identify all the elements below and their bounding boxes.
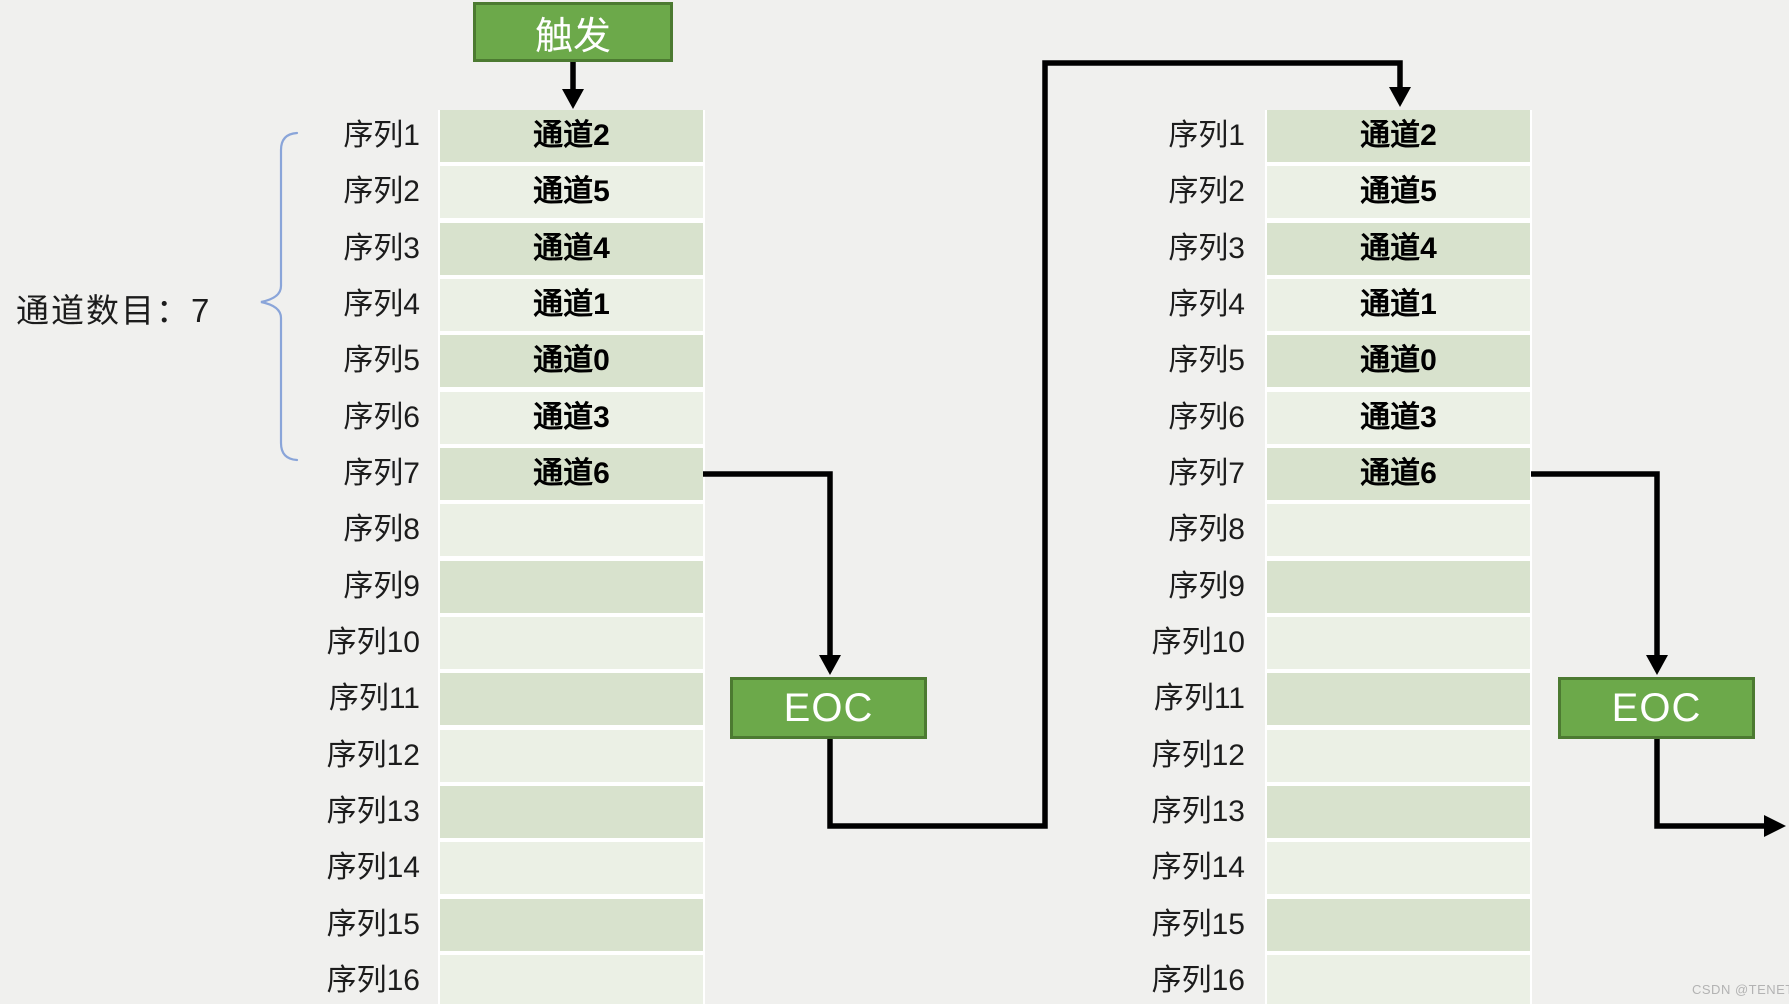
arrow-trigger-to-table1 [562, 62, 584, 109]
channel-cell: 通道2 [440, 110, 703, 162]
channel-cell: 通道6 [440, 447, 703, 500]
sequence-label: 序列12 [1151, 738, 1245, 772]
sequence-label: 序列15 [1151, 907, 1245, 941]
channel-cell: 通道2 [1267, 110, 1530, 162]
trigger-box: 触发 [473, 2, 673, 62]
sequence-label: 序列6 [1168, 400, 1245, 434]
arrow-table2-to-eoc2 [1531, 471, 1668, 675]
sequence-label: 序列1 [1168, 119, 1245, 152]
channel-cell [440, 504, 703, 557]
channel-cell: 通道4 [440, 222, 703, 275]
channel-cell [440, 729, 703, 782]
channel-cell: 通道3 [1267, 391, 1530, 444]
sequence-label: 序列7 [343, 456, 420, 490]
channel-cell: 通道3 [440, 391, 703, 444]
channel-cell: 通道5 [440, 166, 703, 219]
arrow-eoc2-continue [1654, 739, 1786, 837]
channel-cell [440, 954, 703, 1004]
sequence-label: 序列8 [343, 513, 420, 547]
channel-cell [1267, 616, 1530, 669]
sequence-label: 序列2 [1168, 175, 1245, 209]
channel-cell [1267, 785, 1530, 838]
channel-cell [440, 898, 703, 951]
sequence-label: 序列14 [326, 851, 420, 885]
sequence-label: 序列2 [343, 175, 420, 209]
sequence-label: 序列9 [1168, 569, 1245, 603]
channel-cell [1267, 842, 1530, 895]
sequence-label: 序列4 [1168, 287, 1245, 321]
channel-cell [440, 560, 703, 613]
sequence-label: 序列16 [1151, 963, 1245, 997]
sequence-label: 序列10 [1151, 625, 1245, 659]
sequence-label: 序列14 [1151, 851, 1245, 885]
sequence-label: 序列15 [326, 907, 420, 941]
eoc-label-2: EOC [1611, 685, 1702, 730]
channel-cell: 通道4 [1267, 222, 1530, 275]
sequence-label: 序列13 [326, 794, 420, 828]
sequence-label: 序列3 [1168, 231, 1245, 265]
eoc-box-2: EOC [1558, 677, 1755, 739]
sequence-label: 序列8 [1168, 513, 1245, 547]
channel-cell: 通道6 [1267, 447, 1530, 500]
sequence-label: 序列6 [343, 400, 420, 434]
sequence-label: 序列3 [343, 231, 420, 265]
channel-cell [440, 616, 703, 669]
sequence-label: 序列11 [328, 682, 420, 716]
channel-cell [440, 785, 703, 838]
channel-cell: 通道1 [440, 278, 703, 331]
channel-cell [440, 673, 703, 726]
sequence-label-column-1: 序列1 序列2 序列3 序列4 序列5 序列6 序列7 序列8 序列9 序列10… [220, 110, 420, 1004]
channel-cell [1267, 504, 1530, 557]
channel-cell [1267, 954, 1530, 1004]
sequence-label: 序列5 [343, 344, 420, 378]
sequence-label: 序列13 [1151, 794, 1245, 828]
channel-cell-column-1: 通道2 通道5 通道4 通道1 通道0 通道3 通道6 [438, 110, 705, 1004]
channel-cell [1267, 560, 1530, 613]
sequence-label-column-2: 序列1 序列2 序列3 序列4 序列5 序列6 序列7 序列8 序列9 序列10… [1045, 110, 1245, 1004]
eoc-box-1: EOC [730, 677, 927, 739]
sequence-label: 序列7 [1168, 456, 1245, 490]
sequence-label: 序列12 [326, 738, 420, 772]
channel-cell: 通道5 [1267, 166, 1530, 219]
sequence-label: 序列11 [1153, 682, 1245, 716]
sequence-label: 序列16 [326, 963, 420, 997]
channel-cell: 通道1 [1267, 278, 1530, 331]
sequence-label: 序列4 [343, 287, 420, 321]
channel-cell: 通道0 [440, 335, 703, 388]
channel-cell: 通道0 [1267, 335, 1530, 388]
csdn-watermark: CSDN @TENET- [1692, 982, 1789, 997]
channel-count-caption: 通道数目：7 [16, 292, 212, 329]
channel-cell [440, 842, 703, 895]
sequence-label: 序列1 [343, 119, 420, 152]
channel-cell [1267, 673, 1530, 726]
eoc-label-1: EOC [783, 685, 874, 730]
sequence-label: 序列10 [326, 625, 420, 659]
channel-cell [1267, 729, 1530, 782]
arrow-table1-to-eoc1 [703, 471, 841, 675]
trigger-label: 触发 [534, 15, 611, 58]
channel-cell [1267, 898, 1530, 951]
sequence-label: 序列5 [1168, 344, 1245, 378]
channel-cell-column-2: 通道2 通道5 通道4 通道1 通道0 通道3 通道6 [1265, 110, 1532, 1004]
sequence-label: 序列9 [343, 569, 420, 603]
